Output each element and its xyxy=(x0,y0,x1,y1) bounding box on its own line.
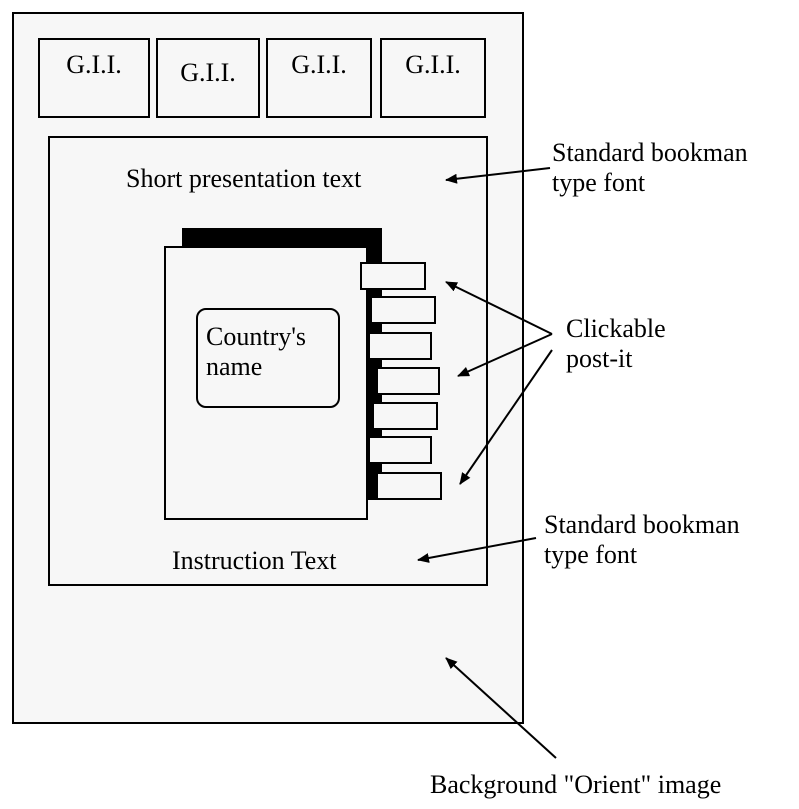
arrow-postit-2 xyxy=(457,333,553,377)
postit-tab-7[interactable] xyxy=(376,472,442,500)
country-name: Country's name xyxy=(206,322,307,381)
arrow-postit-3 xyxy=(459,349,553,485)
gii-box-1[interactable]: G.I.I. xyxy=(38,38,150,118)
gii-box-3[interactable]: G.I.I. xyxy=(266,38,372,118)
gii-box-2[interactable]: G.I.I. xyxy=(156,38,260,118)
postit-tab-6[interactable] xyxy=(368,436,432,464)
presentation-text: Short presentation text xyxy=(126,164,362,193)
font-note-top: Standard bookman type font xyxy=(552,138,748,197)
arrow-background xyxy=(445,657,557,759)
arrow-font-top xyxy=(445,167,551,184)
instruction-text: Instruction Text xyxy=(172,546,337,575)
gii-label: G.I.I. xyxy=(180,58,236,87)
postit-tab-4[interactable] xyxy=(376,367,440,395)
arrow-font-bottom xyxy=(417,537,537,563)
country-name-box: Country's name xyxy=(196,308,340,408)
gii-box-4[interactable]: G.I.I. xyxy=(380,38,486,118)
gii-label: G.I.I. xyxy=(405,50,461,79)
binder-top-edge xyxy=(182,228,382,246)
postit-tab-3[interactable] xyxy=(368,332,432,360)
postit-tab-5[interactable] xyxy=(372,402,438,430)
arrow-postit-1 xyxy=(445,281,553,335)
gii-label: G.I.I. xyxy=(291,50,347,79)
background-note: Background "Orient" image xyxy=(430,770,722,799)
postit-tab-1[interactable] xyxy=(360,262,426,290)
gii-label: G.I.I. xyxy=(66,50,122,79)
postit-tab-2[interactable] xyxy=(370,296,436,324)
postit-note: Clickable post-it xyxy=(566,314,666,373)
font-note-bottom: Standard bookman type font xyxy=(544,510,740,569)
